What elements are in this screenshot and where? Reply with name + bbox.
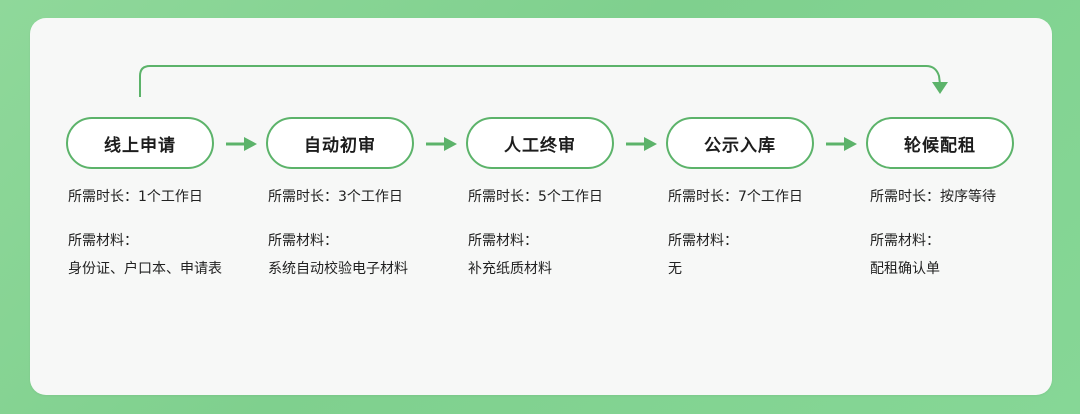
step-2-node[interactable]: 自动初审 [266,117,414,169]
step-4: 公示入库 [666,117,814,169]
step-3-materials: 补充纸质材料 [468,261,552,277]
arrow-right-icon [226,137,257,151]
step-5-materials-label: 所需材料： [870,233,940,249]
step-3-duration: 所需时长：5个工作日 [468,189,603,205]
step-4-materials-label: 所需材料： [668,233,738,249]
step-5-node[interactable]: 轮候配租 [866,117,1014,169]
step-1-duration: 所需时长：1个工作日 [68,189,203,205]
step-3-node[interactable]: 人工终审 [466,117,614,169]
step-4-node[interactable]: 公示入库 [666,117,814,169]
step-4-duration: 所需时长：7个工作日 [668,189,803,205]
step-2: 自动初审 [266,117,414,169]
step-3-materials-label: 所需材料： [468,233,538,249]
step-5-materials: 配租确认单 [870,261,940,277]
arrow-right-icon [426,137,457,151]
step-1-info: 所需时长：1个工作日 所需材料： 身份证、户口本、申请表 [68,185,233,282]
step-4-materials: 无 [668,261,682,277]
step-3-info: 所需时长：5个工作日 所需材料： 补充纸质材料 [468,185,633,282]
step-2-info: 所需时长：3个工作日 所需材料： 系统自动校验电子材料 [268,185,433,282]
step-1: 线上申请 [66,117,214,169]
arrow-right-icon [626,137,657,151]
step-5: 轮候配租 [866,117,1014,169]
step-2-materials-label: 所需材料： [268,233,338,249]
step-3: 人工终审 [466,117,614,169]
step-4-info: 所需时长：7个工作日 所需材料： 无 [668,185,833,282]
step-2-duration: 所需时长：3个工作日 [268,189,403,205]
step-1-node[interactable]: 线上申请 [66,117,214,169]
step-5-info: 所需时长：按序等待 所需材料： 配租确认单 [870,185,1035,282]
step-2-materials: 系统自动校验电子材料 [268,261,408,277]
step-5-duration: 所需时长：按序等待 [870,189,996,205]
step-1-materials: 身份证、户口本、申请表 [68,261,222,277]
step-1-materials-label: 所需材料： [68,233,138,249]
arrow-right-icon [826,137,857,151]
